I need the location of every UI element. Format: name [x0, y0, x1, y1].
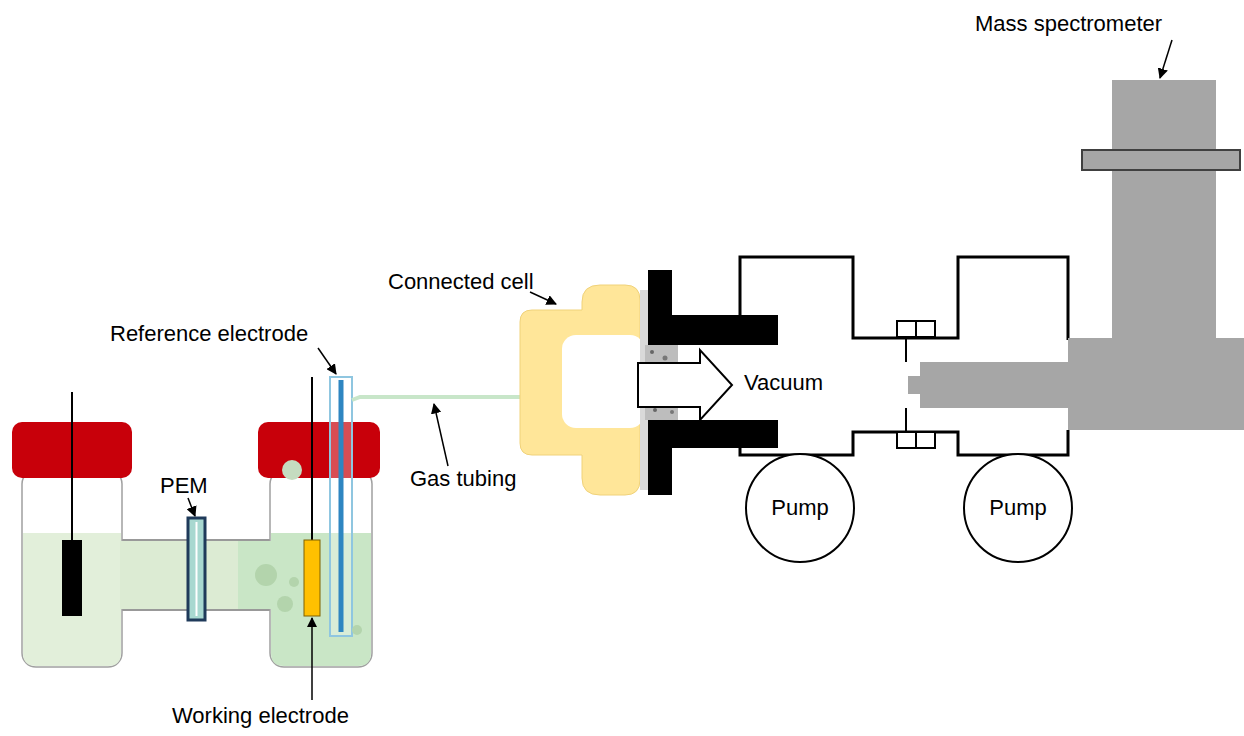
leader-arrows	[188, 40, 1172, 700]
mass-spectrometer	[908, 80, 1244, 430]
connected-cell	[520, 285, 650, 495]
part-label: Working electrode	[172, 704, 349, 728]
part-label: Reference electrode	[110, 322, 308, 346]
part-label: Gas tubing	[410, 467, 516, 491]
pump-circle: Pump	[963, 453, 1073, 563]
chamber-region: Vacuum	[744, 371, 823, 395]
node-text: Pump	[989, 496, 1046, 520]
node-text: Vacuum	[744, 371, 823, 395]
vacuum-chamber	[740, 257, 1068, 455]
pump-circle: Pump	[745, 453, 855, 563]
part-label: Mass spectrometer	[975, 12, 1162, 36]
node-text: Pump	[771, 496, 828, 520]
part-label: Connected cell	[388, 270, 534, 294]
h-cell	[12, 377, 380, 667]
part-label: PEM	[160, 474, 208, 498]
